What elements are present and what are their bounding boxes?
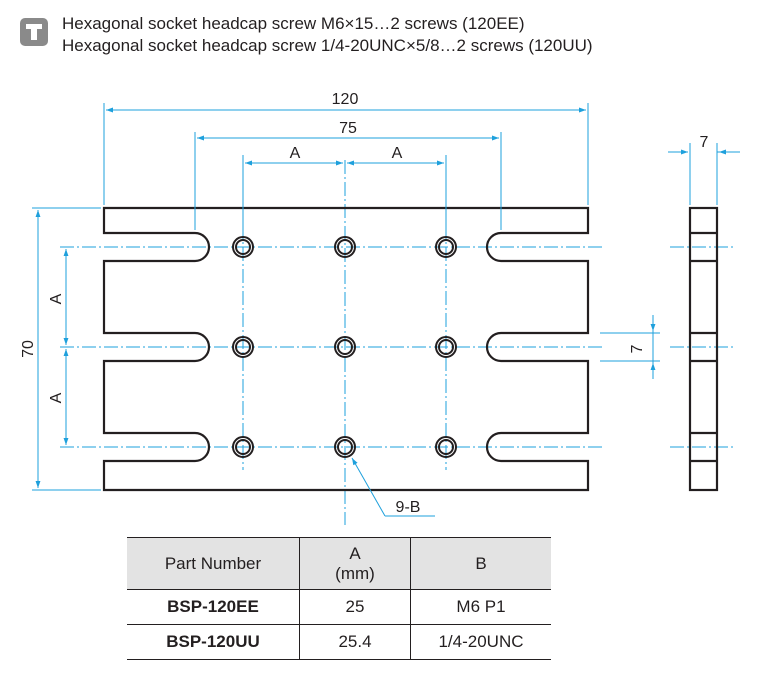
- screw-spec-120uu: Hexagonal socket headcap screw 1/4-20UNC…: [62, 36, 593, 55]
- center-lines: [60, 160, 735, 525]
- a-value-cell: 25.4: [299, 624, 411, 660]
- part-number-cell: BSP-120EE: [127, 589, 300, 625]
- dim-overall-width-label: 120: [332, 91, 359, 108]
- plate-outline: [102, 206, 590, 492]
- spec-table-container: Part Number A (mm) B BSP-120EE 25 M6 P1 …: [127, 537, 551, 660]
- b-value-cell: 1/4-20UNC: [410, 624, 551, 660]
- screw-spec-120ee: Hexagonal socket headcap screw M6×15…2 s…: [62, 14, 525, 33]
- dim-hole-span-label: 75: [339, 120, 357, 137]
- table-row: BSP-120EE 25 M6 P1: [127, 589, 551, 625]
- mounting-holes: [232, 236, 457, 458]
- a-value-cell: 25: [299, 589, 411, 625]
- hole-callout-label: 9-B: [396, 499, 421, 516]
- dimension-lines: [32, 103, 740, 517]
- dim-overall-height-label: 70: [20, 340, 37, 358]
- dim-slot-width-label: 7: [629, 344, 646, 353]
- table-header-row: Part Number A (mm) B: [127, 537, 551, 590]
- b-value-cell: M6 P1: [410, 589, 551, 625]
- spec-table: Part Number A (mm) B BSP-120EE 25 M6 P1 …: [127, 537, 551, 660]
- part-number-cell: BSP-120UU: [127, 624, 300, 660]
- dim-a-right-label: A: [392, 145, 403, 162]
- header-part-number: Part Number: [127, 537, 300, 590]
- technical-drawing: 120 75 A A 70 A A 7 7 9-B: [20, 91, 740, 525]
- dim-a-lower-label: A: [48, 392, 65, 403]
- header-b: B: [410, 537, 551, 590]
- header-a-line1: A: [349, 543, 361, 563]
- side-view: [688, 206, 719, 492]
- dim-thickness-label: 7: [700, 134, 709, 151]
- dim-a-left-label: A: [290, 145, 301, 162]
- hex-screw-icon: [20, 18, 48, 46]
- table-row: BSP-120UU 25.4 1/4-20UNC: [127, 624, 551, 660]
- header-a-line2: (mm): [335, 563, 375, 583]
- dim-a-upper-label: A: [48, 293, 65, 304]
- header-a: A (mm): [299, 537, 411, 590]
